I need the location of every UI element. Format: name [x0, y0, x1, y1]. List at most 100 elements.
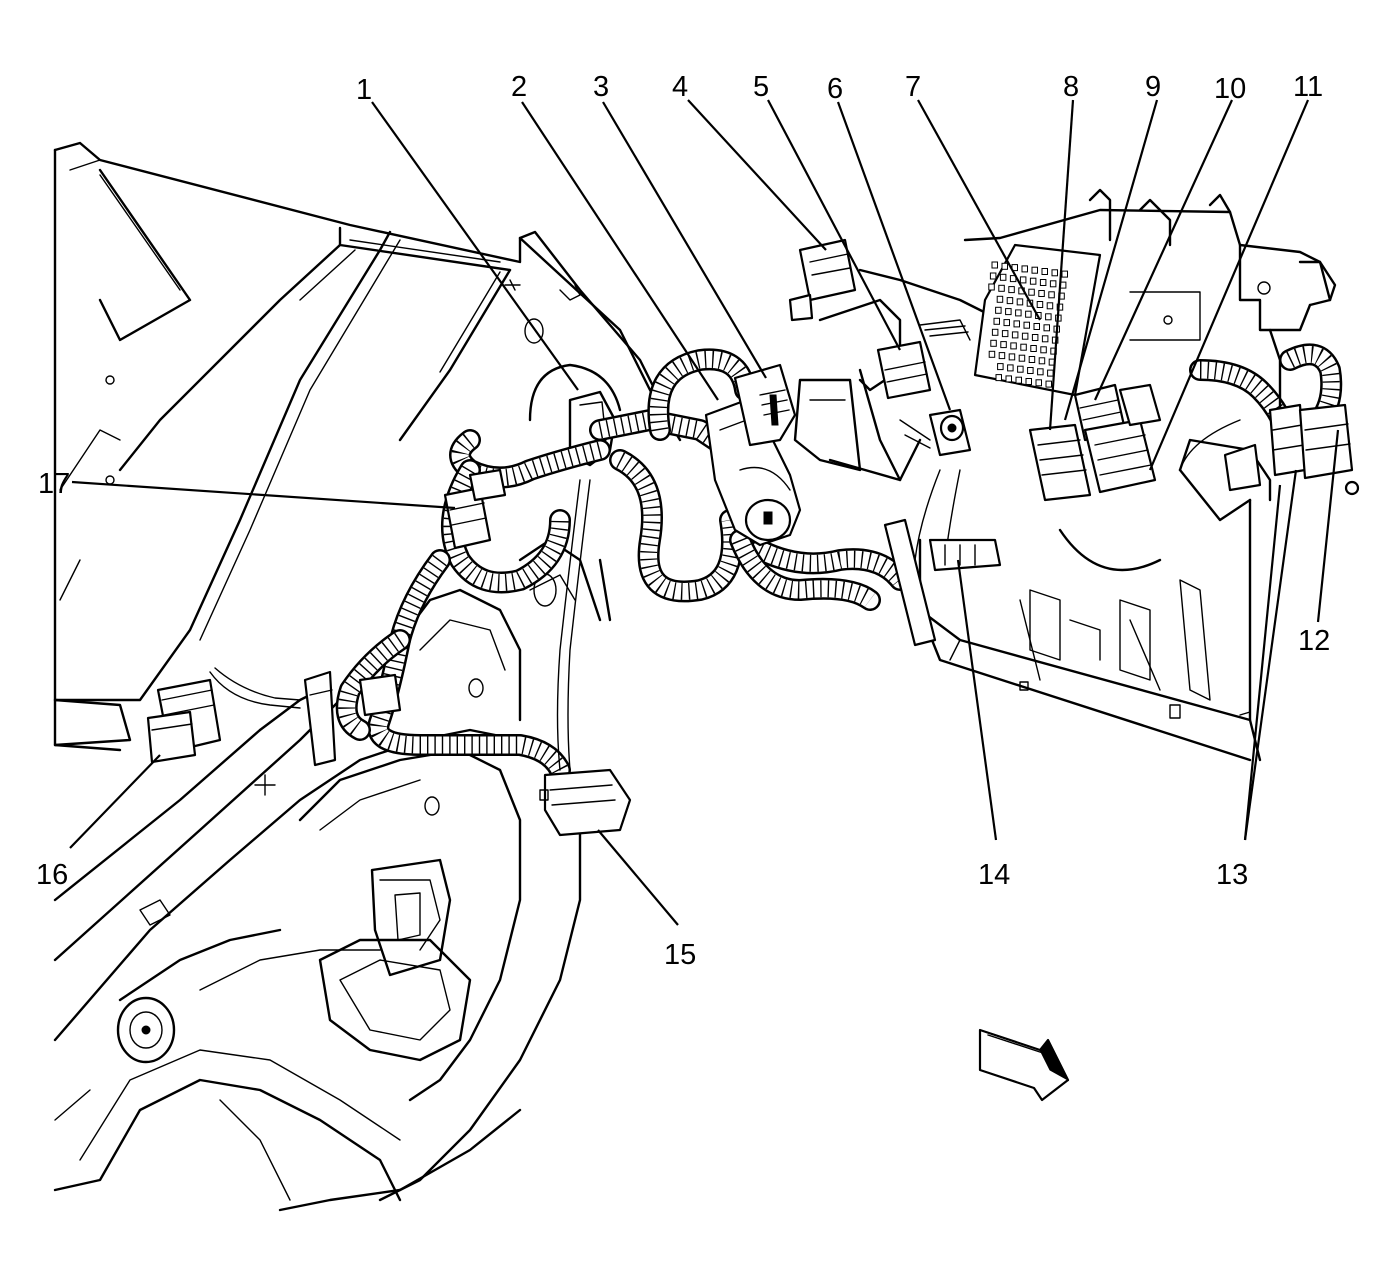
grid-hole — [997, 363, 1004, 371]
grid-hole — [1006, 297, 1014, 305]
grid-hole — [1031, 266, 1038, 274]
grid-hole — [1011, 331, 1019, 339]
grid-hole — [991, 328, 999, 336]
leader-4 — [687, 99, 827, 251]
leader-9 — [1063, 99, 1159, 421]
grid-hole — [1021, 332, 1029, 340]
component-6 — [899, 408, 972, 457]
connector-9 — [1028, 423, 1092, 502]
grid-hole — [995, 306, 1002, 314]
leader-17 — [71, 480, 456, 510]
leader-13b — [1243, 469, 1298, 841]
grid-hole — [1020, 343, 1027, 351]
callout-2: 2 — [511, 71, 527, 103]
grid-hole — [988, 350, 996, 358]
grid-hole — [991, 261, 998, 269]
connector-17 — [443, 468, 507, 550]
grid-hole — [1048, 291, 1055, 299]
grid-hole — [1013, 320, 1020, 328]
forward-direction-arrow-icon — [978, 1028, 1070, 1102]
floor-panel — [53, 688, 582, 1212]
grid-hole — [989, 272, 997, 280]
grid-hole — [1028, 356, 1036, 363]
grid-hole — [1021, 265, 1028, 273]
grid-hole — [1008, 286, 1015, 294]
grid-hole — [1035, 379, 1042, 387]
grid-hole — [1025, 378, 1032, 385]
wiring-harness — [335, 343, 1343, 781]
callout-14: 14 — [978, 859, 1010, 891]
callout-13: 13 — [1216, 859, 1248, 891]
grid-hole — [1023, 321, 1030, 329]
grid-hole — [1018, 354, 1026, 362]
callout-9: 9 — [1145, 71, 1161, 103]
grid-hole — [1010, 342, 1017, 350]
grid-hole — [1041, 268, 1048, 275]
grid-hole — [1038, 290, 1045, 297]
callout-11: 11 — [1293, 71, 1323, 103]
grid-hole — [1033, 323, 1040, 330]
grid-hole — [1028, 288, 1035, 296]
leader-14 — [956, 559, 998, 841]
grid-hole — [1001, 262, 1008, 270]
callout-17: 17 — [38, 468, 70, 500]
grid-hole — [1061, 270, 1068, 278]
grid-hole — [1049, 280, 1057, 288]
connector-12 — [1298, 403, 1360, 496]
grid-hole — [1001, 330, 1009, 338]
grid-hole — [1051, 269, 1058, 277]
leader-7 — [917, 99, 1041, 321]
left-grommets — [303, 670, 402, 767]
grid-hole — [1015, 309, 1022, 317]
wires — [209, 469, 961, 771]
leader-11 — [1148, 99, 1310, 471]
connector-3 — [733, 363, 797, 447]
grid-hole — [1045, 313, 1052, 321]
grid-hole — [1041, 335, 1049, 343]
leader-10 — [1093, 99, 1234, 401]
leader-3 — [602, 101, 767, 379]
leader-16 — [69, 754, 161, 849]
grid-hole — [1005, 308, 1012, 316]
grid-hole — [1045, 380, 1052, 388]
grid-hole — [995, 374, 1002, 382]
grid-hole — [1030, 345, 1037, 352]
grid-hole — [1047, 369, 1054, 377]
leader-1 — [371, 101, 579, 391]
leader-6 — [836, 101, 952, 411]
connector-11 — [1083, 383, 1162, 494]
callout-1: 1 — [356, 74, 372, 106]
grid-hole — [1005, 375, 1012, 383]
left-body-panel — [53, 141, 682, 752]
grid-hole — [1031, 334, 1039, 341]
grid-hole — [1019, 276, 1027, 284]
grid-hole — [1043, 324, 1050, 332]
grid-hole — [1027, 367, 1034, 374]
grid-hole — [1036, 301, 1044, 308]
callout-12: 12 — [1298, 625, 1330, 657]
connector-15 — [539, 768, 632, 837]
callout-6: 6 — [827, 73, 843, 105]
leader-5 — [767, 99, 901, 351]
grid-hole — [1039, 279, 1047, 286]
callout-5: 5 — [753, 71, 769, 103]
grid-hole — [1003, 319, 1010, 327]
callout-3: 3 — [593, 71, 609, 103]
callout-7: 7 — [905, 71, 921, 103]
grid-panel — [973, 243, 1102, 397]
leader-2 — [521, 101, 719, 401]
grid-hole — [998, 284, 1005, 292]
grid-hole — [1037, 368, 1044, 376]
callout-labels: 1 2 3 4 5 6 7 8 9 10 11 12 13 14 15 16 1… — [36, 71, 1330, 971]
callout-8: 8 — [1063, 71, 1079, 103]
grid-hole — [1056, 303, 1064, 311]
callout-leaders — [69, 99, 1340, 926]
grid-hole — [1029, 277, 1037, 285]
callout-4: 4 — [672, 71, 688, 103]
callout-16: 16 — [36, 859, 68, 891]
connector-16 — [146, 678, 222, 764]
leader-8 — [1048, 99, 1075, 431]
connector-14 — [883, 518, 1002, 647]
grid-hole — [1038, 357, 1046, 365]
